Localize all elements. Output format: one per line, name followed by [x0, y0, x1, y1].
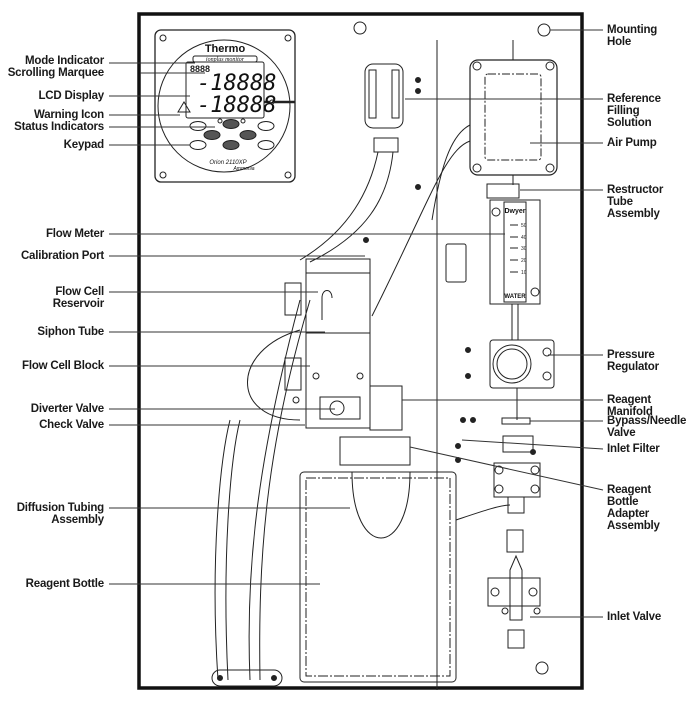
- label-air-pump: Air Pump: [607, 137, 657, 149]
- label-siphon-tube: Siphon Tube: [37, 326, 104, 338]
- flow-meter-scale: 50 40 30 20 10: [521, 223, 527, 276]
- label-lcd-display: LCD Display: [38, 90, 104, 102]
- mounting-hole-top-center: [353, 21, 367, 35]
- lcd-line-2: -18888: [197, 93, 276, 118]
- controller-housing: [154, 29, 296, 183]
- label-inlet-valve: Inlet Valve: [607, 611, 661, 623]
- flow-meter-fluid: WATER: [504, 294, 526, 300]
- product-banner: ionplus monitor: [206, 57, 245, 63]
- label-warning-icon: Warning Icon: [34, 109, 104, 121]
- label-status-indicators: Status Indicators: [14, 121, 104, 133]
- label-reagent-bottle: Reagent Bottle: [26, 578, 104, 590]
- bypass-needle-valve: [501, 417, 531, 425]
- label-inlet-filter: Inlet Filter: [607, 443, 660, 455]
- label-diverter-valve: Diverter Valve: [31, 403, 104, 415]
- model-name: Orion 2110XP: [209, 160, 246, 166]
- scrolling-marquee-display: 8888: [190, 64, 210, 74]
- label-flow-cell-block: Flow Cell Block: [22, 360, 105, 372]
- flow-cell: [284, 258, 403, 431]
- mounting-panel: [137, 12, 584, 690]
- flow-meter: [489, 199, 541, 340]
- label-flow-meter: Flow Meter: [46, 228, 105, 240]
- tubing: [247, 329, 301, 421]
- label-keypad: Keypad: [64, 139, 105, 151]
- label-check-valve: Check Valve: [39, 419, 104, 431]
- pressure-regulator: [489, 339, 555, 389]
- inlet-valve: [487, 529, 541, 649]
- mounting-hole-bottom-right: [535, 661, 549, 675]
- label-scrolling-marquee: Scrolling Marquee: [8, 67, 104, 79]
- restructor-tube: [486, 183, 520, 199]
- inlet-filter: [502, 435, 534, 453]
- flow-meter-tick-label: 50: [521, 223, 527, 229]
- air-pump: [371, 40, 558, 317]
- brand-logo: Thermo: [205, 43, 246, 55]
- small-fitting: [445, 243, 467, 283]
- lcd-line-1: -18888: [197, 71, 276, 96]
- flow-meter-brand: Dwyer: [504, 208, 525, 215]
- reagent-bottle: [299, 436, 457, 683]
- tubing-clamp: [211, 669, 283, 687]
- flow-meter-tick-label: 10: [521, 270, 527, 276]
- model-sub: Ammonia: [232, 166, 254, 172]
- flow-meter-tick-label: 40: [521, 235, 527, 241]
- label-calibration-port: Calibration Port: [21, 250, 104, 262]
- flow-meter-tick-label: 30: [521, 246, 527, 252]
- reference-bottle: [299, 63, 404, 263]
- flow-meter-tick-label: 20: [521, 258, 527, 264]
- mounting-hole-top-right: [537, 23, 551, 37]
- label-mode-indicator: Mode Indicator: [25, 55, 105, 67]
